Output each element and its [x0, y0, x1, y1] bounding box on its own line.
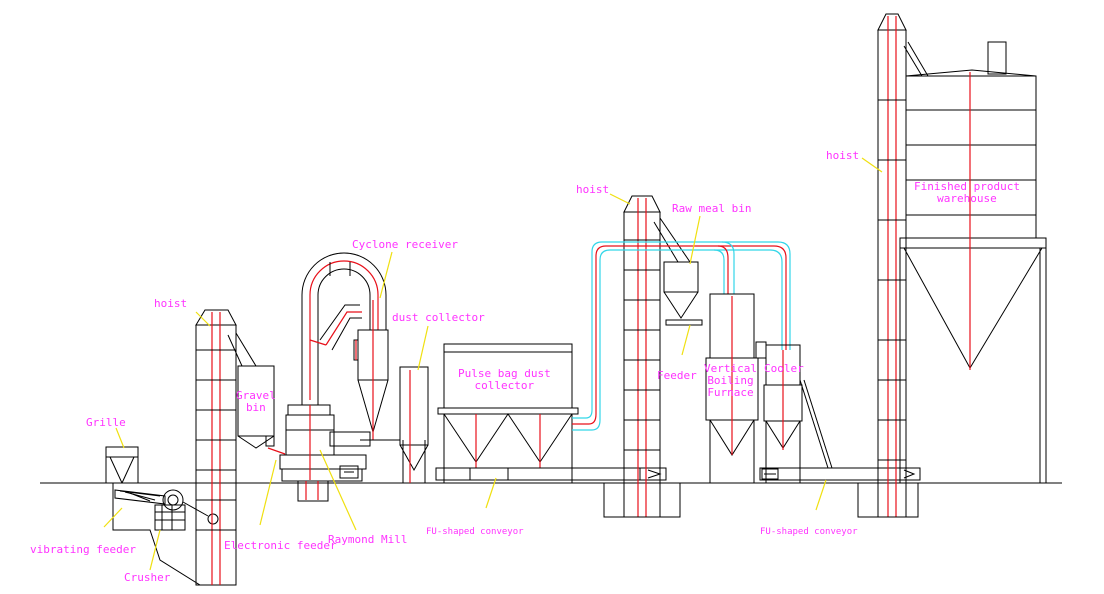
pulse-bag-dust-collector-shape — [437, 343, 579, 483]
hot-air-duct — [572, 241, 791, 431]
label-electronic-feeder: Electronic feeder — [224, 539, 337, 552]
cooler-shape — [755, 341, 833, 483]
label-raymond-mill: Raymond Mill — [328, 533, 408, 546]
label-cyclone-receiver: Cyclone receiver — [352, 238, 458, 251]
vibrating-feeder-shape — [114, 489, 166, 505]
label-grille: Grille — [86, 416, 126, 429]
finished-product-warehouse-shape — [899, 41, 1047, 483]
label-vertical-boiling-furnace: Vertical Boiling Furnace — [704, 362, 757, 399]
chute-3 — [903, 41, 929, 77]
label-crusher: Crusher — [124, 571, 171, 584]
label-fu-conveyor-2: FU-shaped conveyor — [760, 527, 858, 537]
label-gravel-bin: Gravel bin — [236, 389, 276, 414]
label-finished-product-warehouse: Finished product warehouse — [914, 180, 1020, 205]
vertical-boiling-furnace-shape — [705, 293, 759, 483]
hoist-1-shape — [195, 309, 237, 586]
leader-lines — [103, 157, 883, 571]
label-raw-meal-bin: Raw meal bin — [672, 202, 752, 215]
dust-collector-shape — [370, 366, 429, 483]
pit-1 — [112, 483, 237, 586]
label-vibrating-feeder: vibrating feeder — [30, 543, 136, 556]
crusher-shape — [154, 489, 219, 531]
label-fu-conveyor-1: FU-shaped conveyor — [426, 527, 524, 537]
label-pulse-bag-dust-collector: Pulse bag dust collector — [458, 367, 551, 392]
hoist-2-shape — [603, 195, 681, 518]
grille-shape — [105, 446, 139, 484]
label-hoist-2: hoist — [576, 183, 610, 196]
gravel-bin-shape — [237, 365, 286, 455]
hoist-3-shape — [857, 13, 919, 518]
label-cooler: Cooler — [764, 362, 804, 375]
raymond-mill-shape — [279, 404, 371, 502]
label-hoist-1: hoist — [154, 297, 188, 310]
raw-meal-bin-shape — [663, 261, 703, 326]
label-feeder: Feeder — [657, 369, 697, 382]
fu-conveyor-1-shape — [435, 467, 667, 481]
cyclone-duct — [301, 252, 387, 405]
label-hoist-3: hoist — [826, 149, 860, 162]
cyclone-receiver-shape — [353, 300, 389, 441]
label-dust-collector: dust collector — [392, 311, 485, 324]
